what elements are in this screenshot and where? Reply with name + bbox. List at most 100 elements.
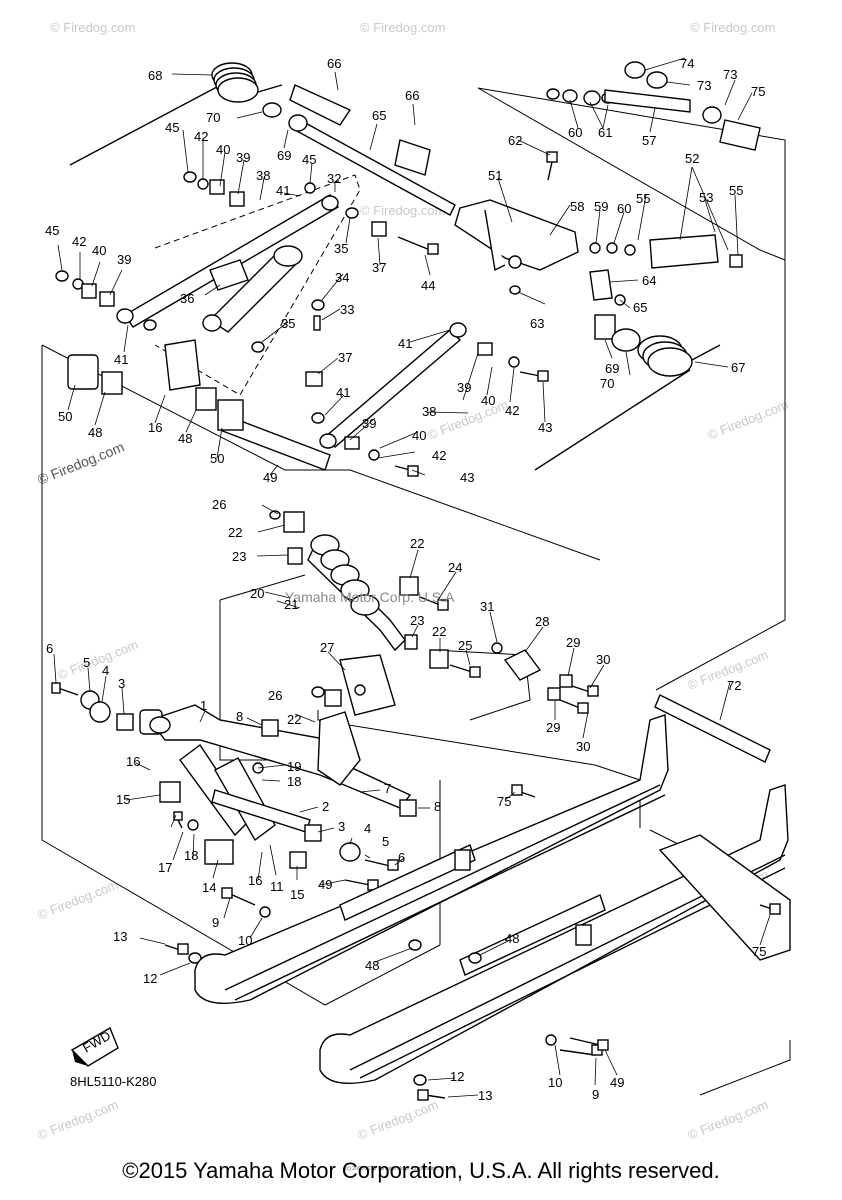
- part-code: 8HL5110-K280: [70, 1074, 157, 1089]
- fwd-arrow: FWD: [70, 1026, 119, 1067]
- watermark: © Firedog.com: [36, 1097, 121, 1143]
- callout-3: 3: [118, 676, 125, 691]
- callout-41: 41: [114, 352, 128, 367]
- callout-22: 22: [410, 536, 424, 551]
- callout-33: 33: [340, 302, 354, 317]
- callout-18: 18: [287, 774, 301, 789]
- callout-56: 57: [642, 133, 656, 148]
- callout-21: 21: [284, 597, 298, 612]
- callout-16: 16: [148, 420, 162, 435]
- callout-62: 63: [530, 316, 544, 331]
- callout-36: 36: [180, 291, 194, 306]
- callout-26: 26: [212, 497, 226, 512]
- callout-45: 45: [45, 223, 59, 238]
- callout-70: 70: [206, 110, 220, 125]
- callout-22: 22: [432, 624, 446, 639]
- callout-13: 13: [478, 1088, 492, 1103]
- callout-9: 9: [212, 915, 219, 930]
- callout-8: 8: [236, 709, 243, 724]
- callout-12: 12: [450, 1069, 464, 1084]
- callout-15: 15: [116, 792, 130, 807]
- callout-40: 40: [216, 142, 230, 157]
- callout-10: 10: [238, 933, 252, 948]
- callout-50: 49: [610, 1075, 624, 1090]
- callout-32: 32: [327, 171, 341, 186]
- callout-57: 58: [570, 199, 584, 214]
- watermark: © Firedog.com: [50, 20, 135, 35]
- callout-48: 49: [263, 470, 277, 485]
- callout-42: 42: [194, 129, 208, 144]
- callout-70: 70: [600, 376, 614, 391]
- watermark: © Firedog.com: [356, 1097, 441, 1143]
- callout-69: 69: [605, 361, 619, 376]
- callout-39: 39: [362, 416, 376, 431]
- callout-16: 16: [248, 873, 262, 888]
- callout-67: 67: [731, 360, 745, 375]
- callout-16: 16: [126, 754, 140, 769]
- callout-20: 20: [250, 586, 264, 601]
- callout-55: 53: [699, 190, 713, 205]
- callout-29: 29: [566, 635, 580, 650]
- callout-26: 26: [268, 688, 282, 703]
- callout-60: 61: [598, 125, 612, 140]
- leader-lines: [53, 57, 771, 1098]
- callout-35: 35: [334, 241, 348, 256]
- callout-65: 65: [372, 108, 386, 123]
- callout-72: 73: [723, 67, 737, 82]
- callout-30: 30: [596, 652, 610, 667]
- callout-35: 35: [281, 316, 295, 331]
- callout-74: 75: [751, 84, 765, 99]
- callout-23: 23: [410, 613, 424, 628]
- callout-22: 22: [228, 525, 242, 540]
- callout-66: 66: [327, 56, 341, 71]
- callout-69: 69: [277, 148, 291, 163]
- callout-12: 12: [143, 971, 157, 986]
- callout-10: 10: [548, 1075, 562, 1090]
- callout-6: 6: [398, 850, 405, 865]
- watermark: © Firedog.com: [360, 20, 445, 35]
- callout-28: 28: [535, 614, 549, 629]
- callout-4: 4: [102, 663, 109, 678]
- watermark: © Firedog.com: [56, 637, 141, 683]
- callout-49: 48: [365, 958, 379, 973]
- callout-39: 39: [457, 380, 471, 395]
- callout-18: 18: [184, 848, 198, 863]
- callout-9: 9: [592, 1087, 599, 1102]
- watermark: © Firedog.com: [690, 20, 775, 35]
- callout-14: 14: [202, 880, 216, 895]
- callout-47: 48: [178, 431, 192, 446]
- callout-2: 2: [322, 799, 329, 814]
- callout-50: 49: [318, 877, 332, 892]
- callout-54: 55: [636, 191, 650, 206]
- callout-49: 48: [505, 931, 519, 946]
- callout-3: 3: [338, 819, 345, 834]
- callout-47: 48: [88, 425, 102, 440]
- callout-5: 5: [382, 834, 389, 849]
- callout-40: 40: [412, 428, 426, 443]
- callout-38: 38: [422, 404, 436, 419]
- watermark: © Firedog.com: [426, 397, 511, 443]
- callout-31: 31: [480, 599, 494, 614]
- callout-59: 60: [568, 125, 582, 140]
- callout-40: 40: [92, 243, 106, 258]
- yamaha-stamp: Yamaha Motor Corp. U.S.A: [285, 589, 455, 605]
- callout-43: 43: [538, 420, 552, 435]
- callout-73: 74: [680, 56, 694, 71]
- callout-66: 66: [405, 88, 419, 103]
- callout-6: 6: [46, 641, 53, 656]
- watermark: © Firedog.com: [36, 877, 121, 923]
- callout-23: 23: [232, 549, 246, 564]
- callout-19: 19: [287, 759, 301, 774]
- callout-25: 25: [458, 638, 472, 653]
- callout-4: 4: [364, 821, 371, 836]
- callout-58: 59: [594, 199, 608, 214]
- callout-54: 55: [729, 183, 743, 198]
- callout-41: 41: [336, 385, 350, 400]
- callout-13: 13: [113, 929, 127, 944]
- callout-59: 60: [617, 201, 631, 216]
- callout-45: 45: [165, 120, 179, 135]
- callout-15: 15: [290, 887, 304, 902]
- callout-7: 7: [384, 781, 391, 796]
- assembly-outlines: [41, 87, 791, 1096]
